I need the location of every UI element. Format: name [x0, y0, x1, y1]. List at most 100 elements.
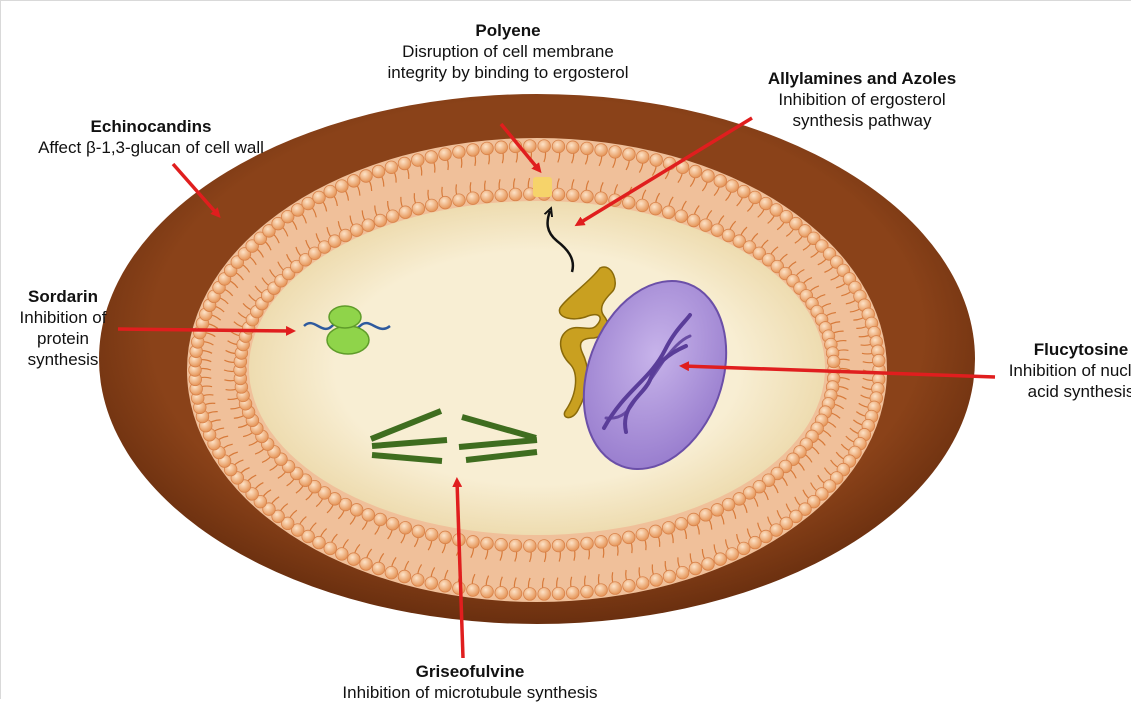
lipid-head [714, 553, 727, 566]
lipid-head [481, 585, 494, 598]
lipid-head [372, 165, 385, 178]
lipid-head [595, 192, 608, 205]
lipid-head [622, 196, 635, 209]
lipid-head [350, 224, 363, 237]
lipid-head [509, 188, 522, 201]
lipid-head [386, 518, 399, 531]
flucytosine-desc-1: Inhibition of nucleic [992, 360, 1131, 381]
sordarin-label: Sordarin Inhibition of protein synthesis [4, 286, 122, 370]
lipid-head [566, 141, 579, 154]
lipid-head [702, 170, 715, 183]
lipid-head [524, 588, 537, 601]
lipid-head [412, 202, 425, 215]
sordarin-desc-2: protein [4, 328, 122, 349]
lipid-head [439, 196, 452, 209]
lipid-head [362, 509, 375, 522]
polyene-desc-2: integrity by binding to ergosterol [328, 62, 688, 83]
lipid-head [566, 586, 579, 599]
lipid-head [313, 191, 326, 204]
lipid-head [636, 577, 649, 590]
flucytosine-label: Flucytosine Inhibition of nucleic acid s… [992, 339, 1131, 402]
flucytosine-desc-2: acid synthesis [992, 381, 1131, 402]
lipid-head [481, 537, 494, 550]
lipid-head [552, 539, 565, 552]
lipid-head [662, 521, 675, 534]
lipid-head [552, 140, 565, 153]
sordarin-arrow [118, 329, 292, 331]
lipid-head [687, 513, 700, 526]
lipid-head [676, 566, 689, 579]
lipid-head [737, 185, 750, 198]
lipid-head [336, 548, 349, 561]
lipid-head [827, 355, 840, 368]
lipid-head [347, 175, 360, 188]
lipid-head [675, 518, 688, 531]
lipid-head [439, 579, 452, 592]
lipid-head [566, 189, 579, 202]
lipid-head [425, 528, 438, 541]
lipid-head [360, 558, 373, 571]
lipid-head [649, 525, 662, 538]
lipid-head [623, 579, 636, 592]
sordarin-desc-1: Inhibition of [4, 307, 122, 328]
lipid-head [495, 189, 508, 202]
lipid-head [689, 165, 702, 178]
lipid-head [336, 180, 349, 193]
griseofulvine-desc: Inhibition of microtubule synthesis [290, 682, 650, 703]
lipid-head [595, 584, 608, 597]
lipid-head [595, 144, 608, 157]
lipid-head [398, 157, 411, 170]
lipid-head [495, 141, 508, 154]
lipid-head [425, 151, 438, 164]
lipid-head [609, 146, 622, 159]
lipid-head [509, 539, 522, 552]
lipid-head [650, 574, 663, 587]
lipid-head [360, 170, 373, 183]
lipid-head [699, 219, 712, 232]
lipid-head [467, 536, 480, 549]
allylamines-label: Allylamines and Azoles Inhibition of erg… [712, 68, 1012, 131]
lipid-head [399, 521, 412, 534]
lipid-head [538, 588, 551, 601]
lipid-head [622, 531, 635, 544]
lipid-head [411, 574, 424, 587]
lipid-head [581, 142, 594, 155]
lipid-head [609, 582, 622, 595]
lipid-head [495, 586, 508, 599]
flucytosine-title: Flucytosine [992, 339, 1131, 360]
lipid-head [398, 570, 411, 583]
lipid-head [385, 161, 398, 174]
echinocandins-desc: Affect β-1,3-glucan of cell wall [8, 137, 294, 158]
lipid-head [872, 354, 885, 367]
sordarin-title: Sordarin [4, 286, 122, 307]
lipid-head [467, 144, 480, 157]
polyene-title: Polyene [328, 20, 688, 41]
lipid-head [481, 142, 494, 155]
griseofulvine-title: Griseofulvine [290, 661, 650, 682]
lipid-head [339, 229, 352, 242]
lipid-head [711, 504, 724, 517]
lipid-head [663, 570, 676, 583]
lipid-head [675, 210, 688, 223]
lipid-head [374, 513, 387, 526]
lipid-head [609, 534, 622, 547]
lipid-head [581, 190, 594, 203]
lipid-head [699, 509, 712, 522]
ribosome-small-subunit [329, 306, 361, 328]
lipid-head [372, 562, 385, 575]
lipid-head [467, 192, 480, 205]
lipid-head [726, 180, 739, 193]
lipid-head [714, 175, 727, 188]
allylamines-title: Allylamines and Azoles [712, 68, 1012, 89]
lipid-head [623, 148, 636, 161]
lipid-head [481, 190, 494, 203]
lipid-head [350, 504, 363, 517]
lipid-head [581, 585, 594, 598]
griseofulvine-label: Griseofulvine Inhibition of microtubule … [290, 661, 650, 703]
lipid-head [524, 540, 537, 553]
lipid-head [711, 224, 724, 237]
lipid-head [722, 498, 735, 511]
lipid-head [467, 584, 480, 597]
lipid-head [347, 553, 360, 566]
allylamines-desc-2: synthesis pathway [712, 110, 1012, 131]
